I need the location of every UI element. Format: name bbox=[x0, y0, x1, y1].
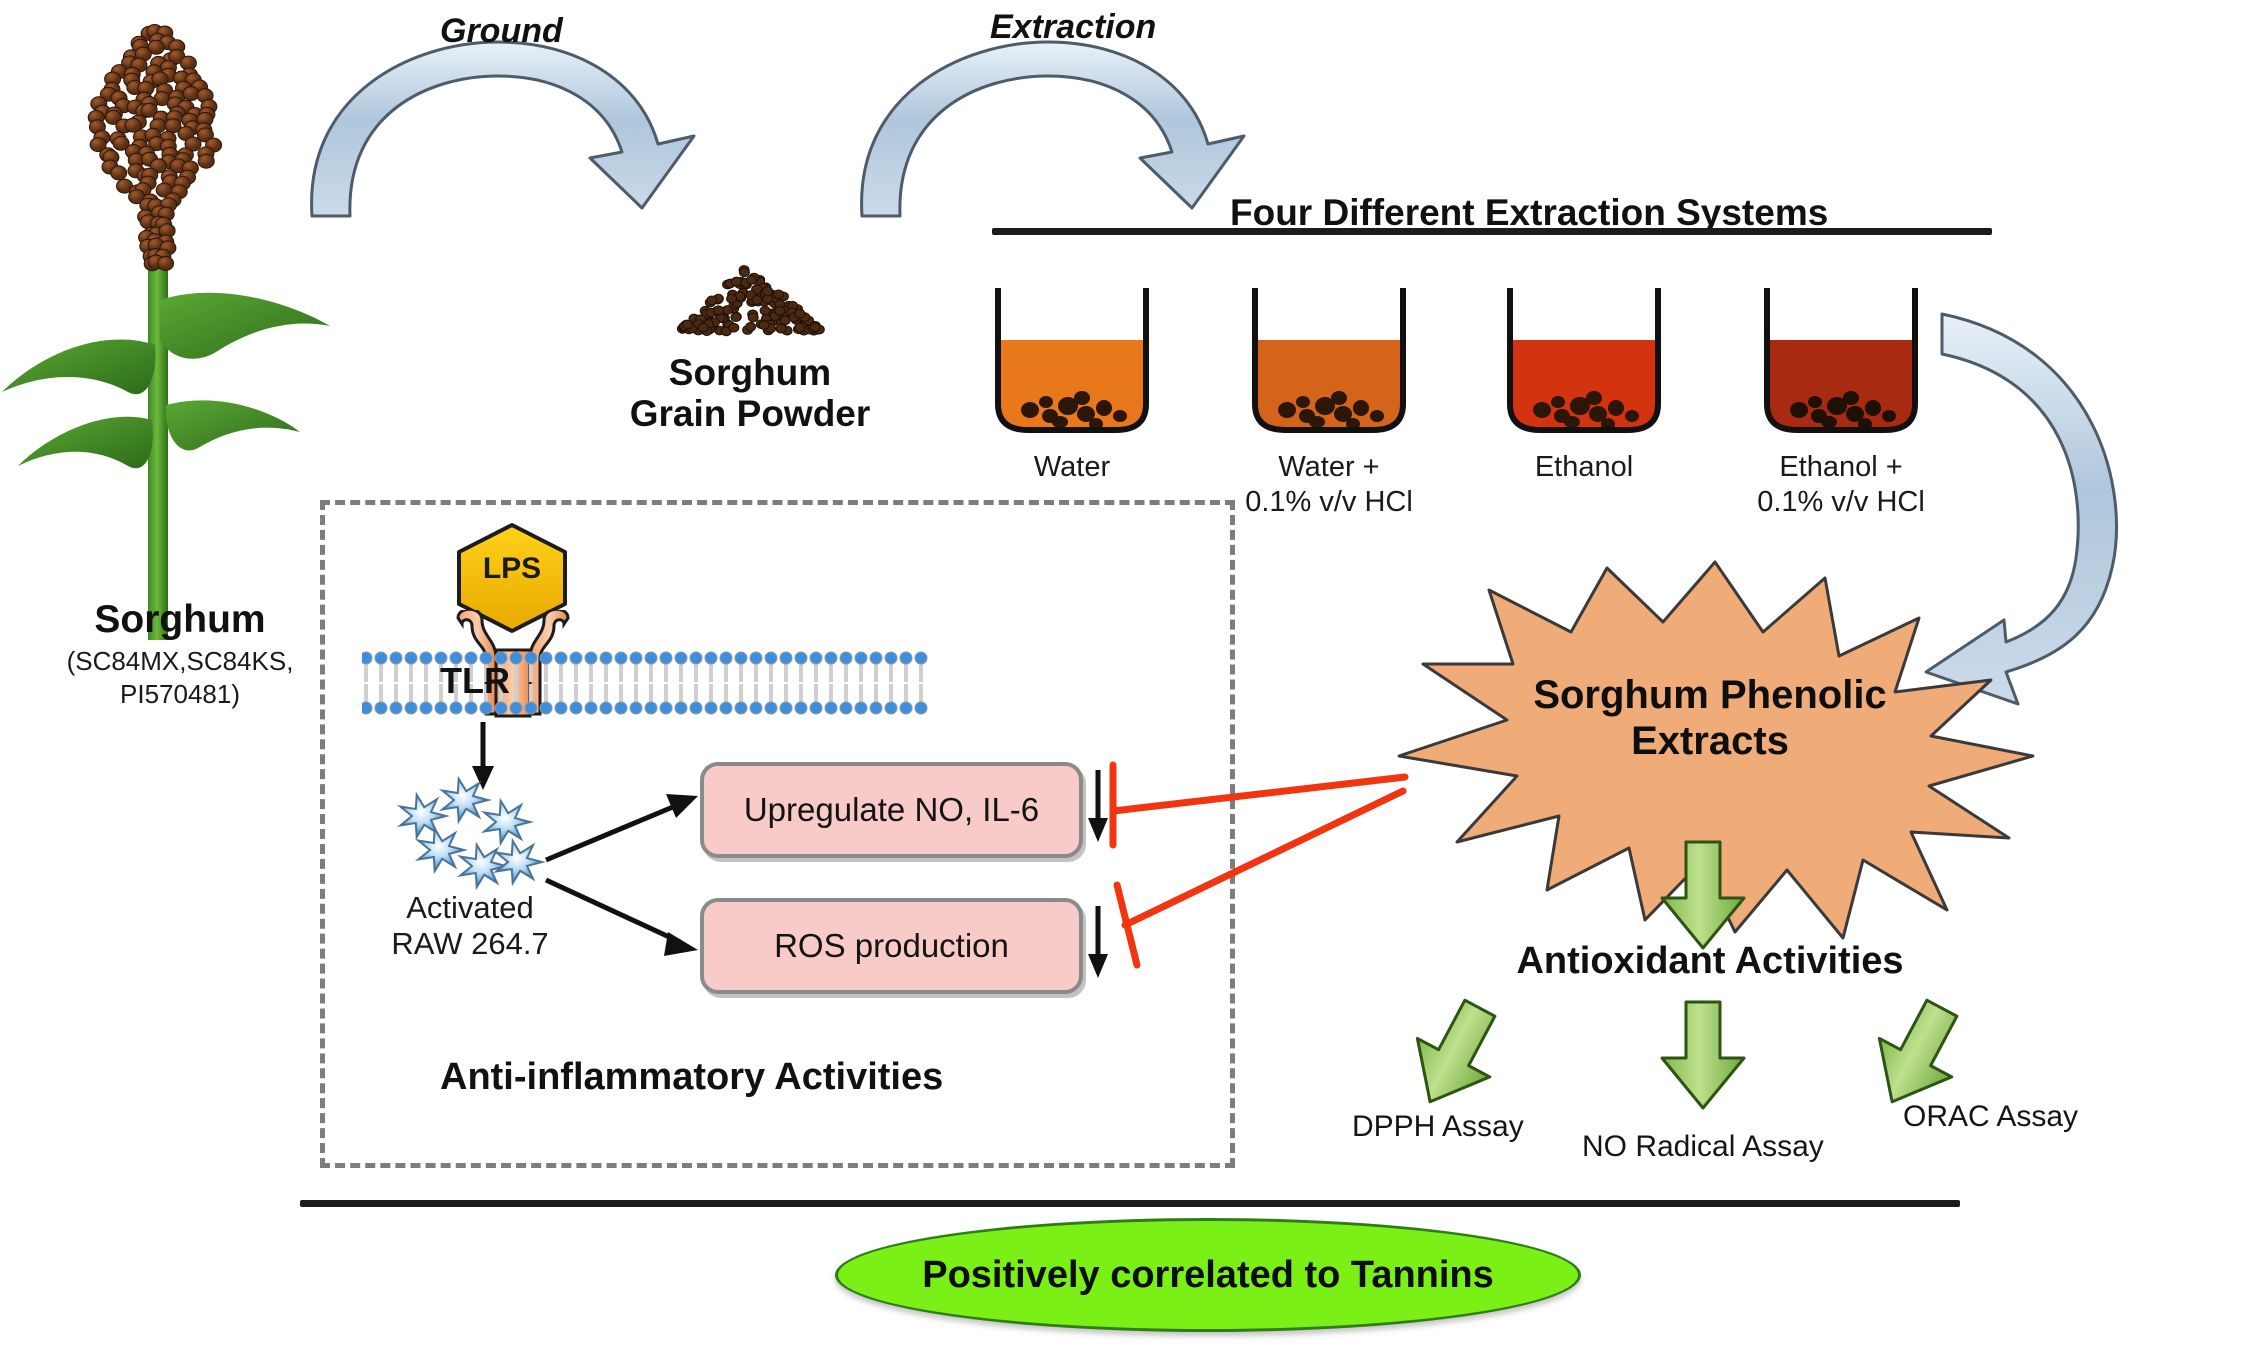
sorghum-genotypes: (SC84MX,SC84KS, PI570481) bbox=[66, 646, 294, 709]
no-radical-assay-label: NO Radical Assay bbox=[1582, 1130, 1824, 1163]
extraction-arrow-label: Extraction bbox=[990, 8, 1157, 46]
beaker-water-label: Water bbox=[957, 450, 1187, 485]
cells-label-line2: RAW 264.7 bbox=[391, 926, 549, 961]
beaker-ethanol-label: Ethanol bbox=[1469, 450, 1699, 485]
beaker-label-line1: Water + bbox=[1278, 451, 1380, 483]
sorghum-plant-illustration bbox=[0, 0, 400, 640]
beaker-ethanol-hcl-label: Ethanol + 0.1% v/v HCl bbox=[1726, 450, 1956, 520]
beaker-label-line2: 0.1% v/v HCl bbox=[1757, 485, 1925, 518]
conclusion-text: Positively correlated to Tannins bbox=[922, 1253, 1494, 1296]
lps-hexagon-icon bbox=[452, 522, 572, 634]
extracts-label-line2: Extracts bbox=[1631, 719, 1789, 764]
orac-assay-label: ORAC Assay bbox=[1903, 1100, 2079, 1133]
dpph-assay-label: DPPH Assay bbox=[1352, 1110, 1524, 1143]
cells-label-line1: Activated bbox=[406, 890, 534, 925]
beaker-ethanol-hcl bbox=[1757, 284, 1925, 436]
cell-membrane-bilayer bbox=[359, 648, 932, 718]
effect-box-no-il6: Upregulate NO, IL-6 bbox=[700, 762, 1083, 858]
extraction-section-divider bbox=[992, 228, 1992, 235]
beaker-label-line2: 0.1% v/v HCl bbox=[1245, 485, 1413, 518]
ground-arrow-label: Ground bbox=[440, 12, 563, 50]
ros-downregulate-arrow bbox=[1084, 906, 1112, 980]
signal-down-arrow bbox=[468, 722, 498, 792]
antioxidant-title: Antioxidant Activities bbox=[1516, 940, 1904, 982]
orac-assay-arrow bbox=[1843, 981, 1992, 1130]
tlr-label: TLR bbox=[440, 660, 510, 701]
effect-box-ros: ROS production bbox=[700, 898, 1083, 994]
sorghum-phenolic-extracts-burst bbox=[1395, 560, 2035, 940]
beaker-label-line1: Ethanol + bbox=[1779, 451, 1903, 483]
lps-label: LPS bbox=[482, 552, 542, 585]
inhibition-connectors bbox=[1095, 735, 1515, 1000]
no-radical-assay-arrow bbox=[1648, 1000, 1758, 1110]
dpph-assay-arrow bbox=[1381, 981, 1530, 1130]
beaker-label-line1: Water bbox=[1033, 451, 1111, 483]
extracts-label: Sorghum Phenolic Extracts bbox=[1460, 672, 1960, 765]
beaker-water bbox=[988, 284, 1156, 436]
anti-inflammatory-panel bbox=[320, 500, 1235, 1168]
extracts-label-line1: Sorghum Phenolic bbox=[1533, 673, 1887, 717]
sorghum-grain-powder-pile bbox=[660, 232, 840, 342]
powder-label-line2: Grain Powder bbox=[629, 393, 871, 435]
extraction-process-arrow bbox=[840, 40, 1260, 220]
beaker-ethanol bbox=[1500, 284, 1668, 436]
activated-macrophage-cells-icon bbox=[382, 770, 552, 891]
sorghum-title: Sorghum bbox=[94, 598, 266, 641]
beaker-water-hcl bbox=[1245, 284, 1413, 436]
anti-inflammatory-title: Anti-inflammatory Activities bbox=[440, 1056, 944, 1098]
no-il6-downregulate-arrow bbox=[1084, 770, 1112, 844]
conclusion-divider bbox=[300, 1200, 1960, 1207]
powder-label-line1: Sorghum bbox=[668, 352, 832, 393]
cells-to-effects-arrows bbox=[540, 760, 710, 1000]
beaker-water-hcl-label: Water + 0.1% v/v HCl bbox=[1214, 450, 1444, 520]
extraction-systems-heading: Four Different Extraction Systems bbox=[1230, 192, 1829, 233]
activated-cells-label: Activated RAW 264.7 bbox=[350, 890, 590, 962]
conclusion-badge: Positively correlated to Tannins bbox=[835, 1218, 1581, 1332]
beaker-label-line1: Ethanol bbox=[1534, 451, 1634, 483]
antioxidant-down-arrow bbox=[1648, 840, 1758, 950]
powder-label: Sorghum Grain Powder bbox=[620, 352, 880, 435]
